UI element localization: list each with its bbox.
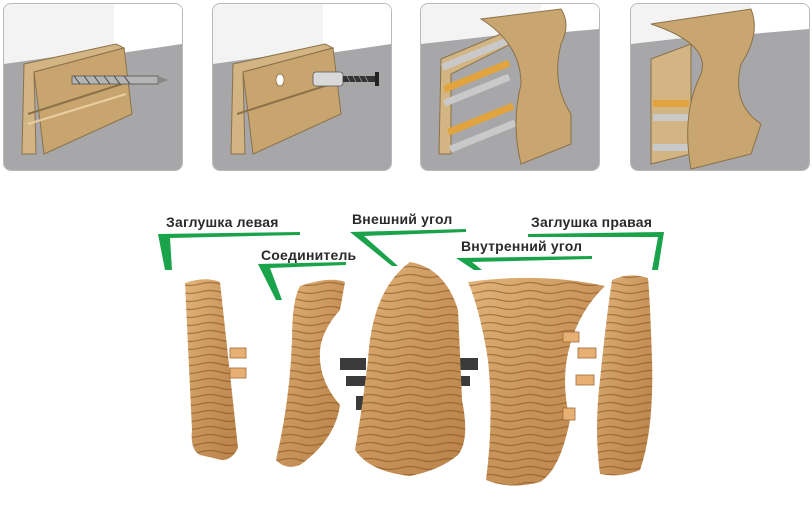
- step-3-cables-panel: [420, 3, 600, 171]
- step-1-illustration: [4, 4, 182, 170]
- right-cap-part: [575, 275, 653, 476]
- step-3-illustration: [421, 4, 599, 170]
- leader-connector: [258, 262, 346, 300]
- leader-lines: [158, 229, 664, 300]
- leader-internal-corner: [456, 256, 592, 270]
- external-corner-part: [340, 262, 478, 476]
- left-cap-part: [185, 279, 247, 460]
- label-left-cap: Заглушка левая: [166, 214, 279, 230]
- step-2-illustration: [213, 4, 391, 170]
- label-external-corner: Внешний угол: [352, 211, 453, 227]
- drill-icon: [71, 75, 168, 85]
- internal-corner-part: [468, 277, 605, 486]
- label-right-cap: Заглушка правая: [531, 214, 653, 230]
- leader-left-cap: [158, 232, 300, 270]
- label-connector: Соединитель: [261, 247, 357, 263]
- label-internal-corner: Внутренний угол: [461, 238, 583, 254]
- leader-right-cap: [528, 232, 664, 270]
- step-4-illustration: [631, 4, 809, 170]
- cable-bundle-icon: [438, 33, 517, 155]
- step-2-dowel-panel: [212, 3, 392, 171]
- leader-external-corner: [350, 229, 466, 266]
- connector-part: [276, 279, 345, 467]
- step-4-installed-panel: [630, 3, 810, 171]
- dowel-screw-icon: [312, 71, 379, 87]
- step-1-drill-panel: [3, 3, 183, 171]
